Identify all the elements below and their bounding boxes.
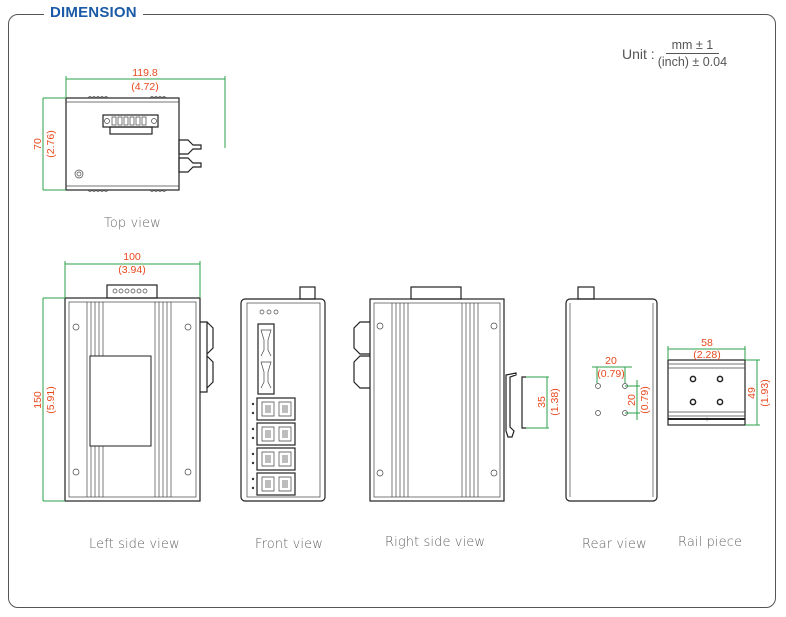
- caption-top-view: Top view: [104, 216, 161, 231]
- rj45-port-icon: [261, 476, 275, 492]
- label-plate: [89, 355, 152, 447]
- caption-left-side-view: Left side view: [89, 537, 180, 552]
- led-indicators: [259, 309, 279, 315]
- dimension-frame: [8, 14, 776, 608]
- mounting-holes: [595, 383, 628, 416]
- left-body: [64, 297, 201, 502]
- rail-height-in: (1.93): [759, 379, 771, 406]
- port-led: [251, 436, 255, 440]
- rear-view-drawing: 20 (0.79) 20 (0.79): [565, 286, 658, 502]
- rj45-port-pair: [256, 447, 296, 471]
- rear-hole-v-mm: 20: [626, 394, 638, 406]
- fiber-connectors: [178, 139, 202, 173]
- rj45-port-icon: [278, 476, 292, 492]
- port-led: [251, 452, 255, 456]
- rail-width-in: (2.28): [693, 349, 720, 361]
- unit-legend: Unit : mm ± 1 (inch) ± 0.04: [622, 38, 727, 69]
- rail-depth-mm: 35: [536, 396, 548, 408]
- din-rail-clip: [505, 372, 526, 438]
- top-width-in: (4.72): [131, 81, 158, 93]
- top-height-in: (2.76): [45, 130, 57, 157]
- unit-denominator: (inch) ± 0.04: [657, 55, 728, 69]
- top-body: [65, 97, 180, 191]
- caption-front-view: Front view: [255, 537, 323, 552]
- unit-numerator: mm ± 1: [665, 38, 720, 54]
- rj45-port-icon: [261, 401, 275, 417]
- port-led: [251, 486, 255, 490]
- top-view-drawing: 119.8 (4.72) 70 (2.76): [32, 67, 226, 192]
- rj45-port-icon: [278, 426, 292, 442]
- rear-hole-h-mm: 20: [605, 355, 617, 367]
- unit-label: Unit :: [622, 45, 655, 62]
- top-width-mm: 119.8: [132, 67, 158, 79]
- rj45-port-icon: [278, 451, 292, 467]
- rear-body: [565, 298, 658, 502]
- din-clip-top: [299, 286, 316, 300]
- port-led: [251, 411, 255, 415]
- caption-rear-view: Rear view: [582, 537, 647, 552]
- front-view-drawing: [240, 286, 326, 502]
- port-led: [251, 427, 255, 431]
- rail-holes: [689, 375, 724, 406]
- port-led: [251, 402, 255, 406]
- rail-plate: [667, 359, 746, 426]
- ground-screw-icon: [74, 169, 84, 179]
- rear-hole-h-in: (0.79): [597, 368, 624, 380]
- right-side-view-drawing: 35 (1.38): [353, 286, 561, 502]
- fiber-port-side: [200, 321, 214, 393]
- top-height-mm: 70: [32, 138, 44, 150]
- left-height-in: (5.91): [45, 386, 57, 413]
- rail-depth-in: (1.38): [549, 388, 561, 415]
- rail-piece-drawing: 58 (2.28) 49 (1.93): [667, 337, 771, 426]
- terminal-block-top: [106, 284, 158, 299]
- port-led: [251, 477, 255, 481]
- fiber-port-slot: [257, 323, 275, 395]
- caption-rail-piece: Rail piece: [678, 535, 743, 550]
- rj45-port-icon: [261, 426, 275, 442]
- rj45-port-icon: [261, 451, 275, 467]
- right-body: [369, 298, 505, 502]
- rj45-port-pair: [256, 422, 296, 446]
- port-led: [251, 461, 255, 465]
- rj45-port-icon: [278, 401, 292, 417]
- rear-hole-v-in: (0.79): [639, 386, 651, 413]
- rj45-port-pair: [256, 397, 296, 421]
- rj45-port-pair: [256, 472, 296, 496]
- left-width-mm: 100: [123, 251, 141, 263]
- rj45-ports: [251, 397, 296, 496]
- section-title: DIMENSION: [44, 4, 143, 21]
- caption-right-side-view: Right side view: [385, 535, 486, 550]
- fiber-port-right: [353, 321, 370, 389]
- front-body: [240, 298, 326, 502]
- left-width-in: (3.94): [118, 264, 145, 276]
- left-side-view-drawing: 100 (3.94) 150 (5.91): [32, 251, 214, 502]
- rail-width-mm: 58: [701, 337, 713, 349]
- unit-fraction: mm ± 1 (inch) ± 0.04: [658, 38, 727, 69]
- left-height-mm: 150: [32, 391, 44, 409]
- rail-height-mm: 49: [746, 387, 758, 399]
